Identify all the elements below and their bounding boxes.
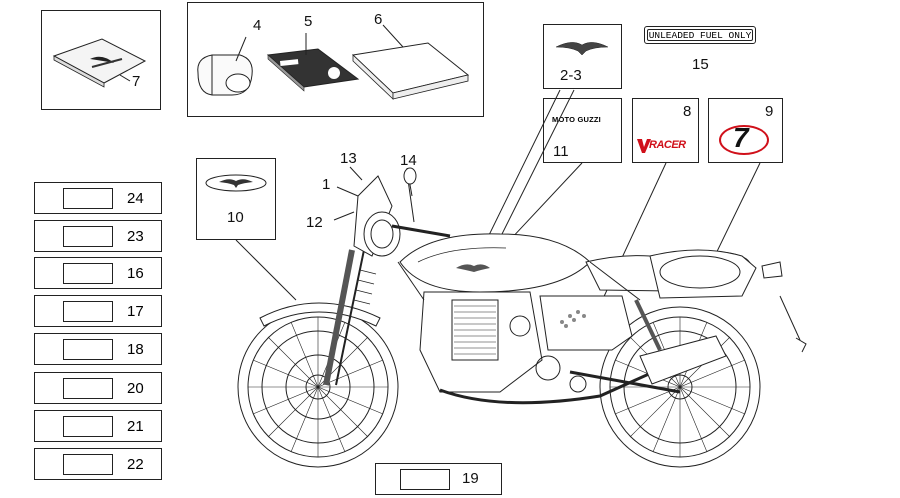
folded-cloth-drawing	[52, 38, 147, 88]
plate-blank	[63, 416, 113, 437]
race-number-text: 7	[733, 122, 749, 153]
part-label-12: 12	[306, 214, 323, 231]
decal-box-10: 10	[196, 158, 276, 240]
part-label-19: 19	[462, 470, 479, 487]
decal-box-9: 9 7	[708, 98, 783, 163]
racer-logo: RACER	[637, 139, 695, 153]
part-label-11: 11	[553, 143, 569, 160]
part-label-2-3: 2-3	[560, 67, 582, 84]
plate-18: 18	[34, 333, 162, 365]
decal-box-8: 8 RACER	[632, 98, 699, 163]
fuel-decal-text: UNLEADED FUEL ONLY	[647, 29, 753, 41]
kit-box-7: 7	[41, 10, 161, 110]
part-label-8: 8	[683, 103, 692, 120]
part-label-9: 9	[765, 103, 774, 120]
plate-blank	[63, 454, 113, 475]
fuel-decal: UNLEADED FUEL ONLY	[644, 26, 756, 44]
eagle-emblem-icon	[555, 42, 609, 56]
racer-v-icon	[637, 139, 651, 153]
plate-17: 17	[34, 295, 162, 327]
racer-logo-text: RACER	[649, 139, 686, 151]
part-label-10: 10	[227, 209, 244, 226]
plate-22: 22	[34, 448, 162, 480]
plate-number: 22	[127, 456, 144, 473]
tool-kit-drawing	[197, 24, 470, 100]
plate-24: 24	[34, 182, 162, 214]
tank-emblem-icon	[205, 174, 267, 192]
part-label-13: 13	[340, 150, 357, 167]
part-label-4: 4	[253, 17, 262, 34]
part-label-1: 1	[322, 176, 331, 193]
plate-number: 17	[127, 303, 144, 320]
part-label-7: 7	[132, 73, 141, 90]
part-label-15: 15	[692, 56, 709, 73]
plate-number: 20	[127, 380, 144, 397]
brand-decal-text: MOTO GUZZI	[552, 115, 601, 124]
kit-box-4-5-6: 4 5 6	[187, 2, 484, 117]
plate-blank	[63, 339, 113, 360]
part-label-6: 6	[374, 11, 383, 28]
plate-20: 20	[34, 372, 162, 404]
plate-19: 19	[375, 463, 502, 495]
plate-21: 21	[34, 410, 162, 442]
plate-23: 23	[34, 220, 162, 252]
part-label-14: 14	[400, 152, 417, 169]
plate-blank	[63, 301, 113, 322]
plate-blank	[63, 378, 113, 399]
decal-box-2-3: 2-3	[543, 24, 622, 89]
plate-blank	[63, 188, 113, 209]
plate-number: 16	[127, 265, 144, 282]
plate-blank	[63, 263, 113, 284]
plate-blank	[63, 226, 113, 247]
plate-number: 21	[127, 418, 144, 435]
plate-number: 24	[127, 190, 144, 207]
plate-number: 23	[127, 228, 144, 245]
part-label-5: 5	[304, 13, 313, 30]
plate-number: 18	[127, 341, 144, 358]
plate-16: 16	[34, 257, 162, 289]
race-number-oval	[719, 125, 769, 155]
plate-blank	[400, 469, 450, 490]
decal-box-11: MOTO GUZZI 11	[543, 98, 622, 163]
